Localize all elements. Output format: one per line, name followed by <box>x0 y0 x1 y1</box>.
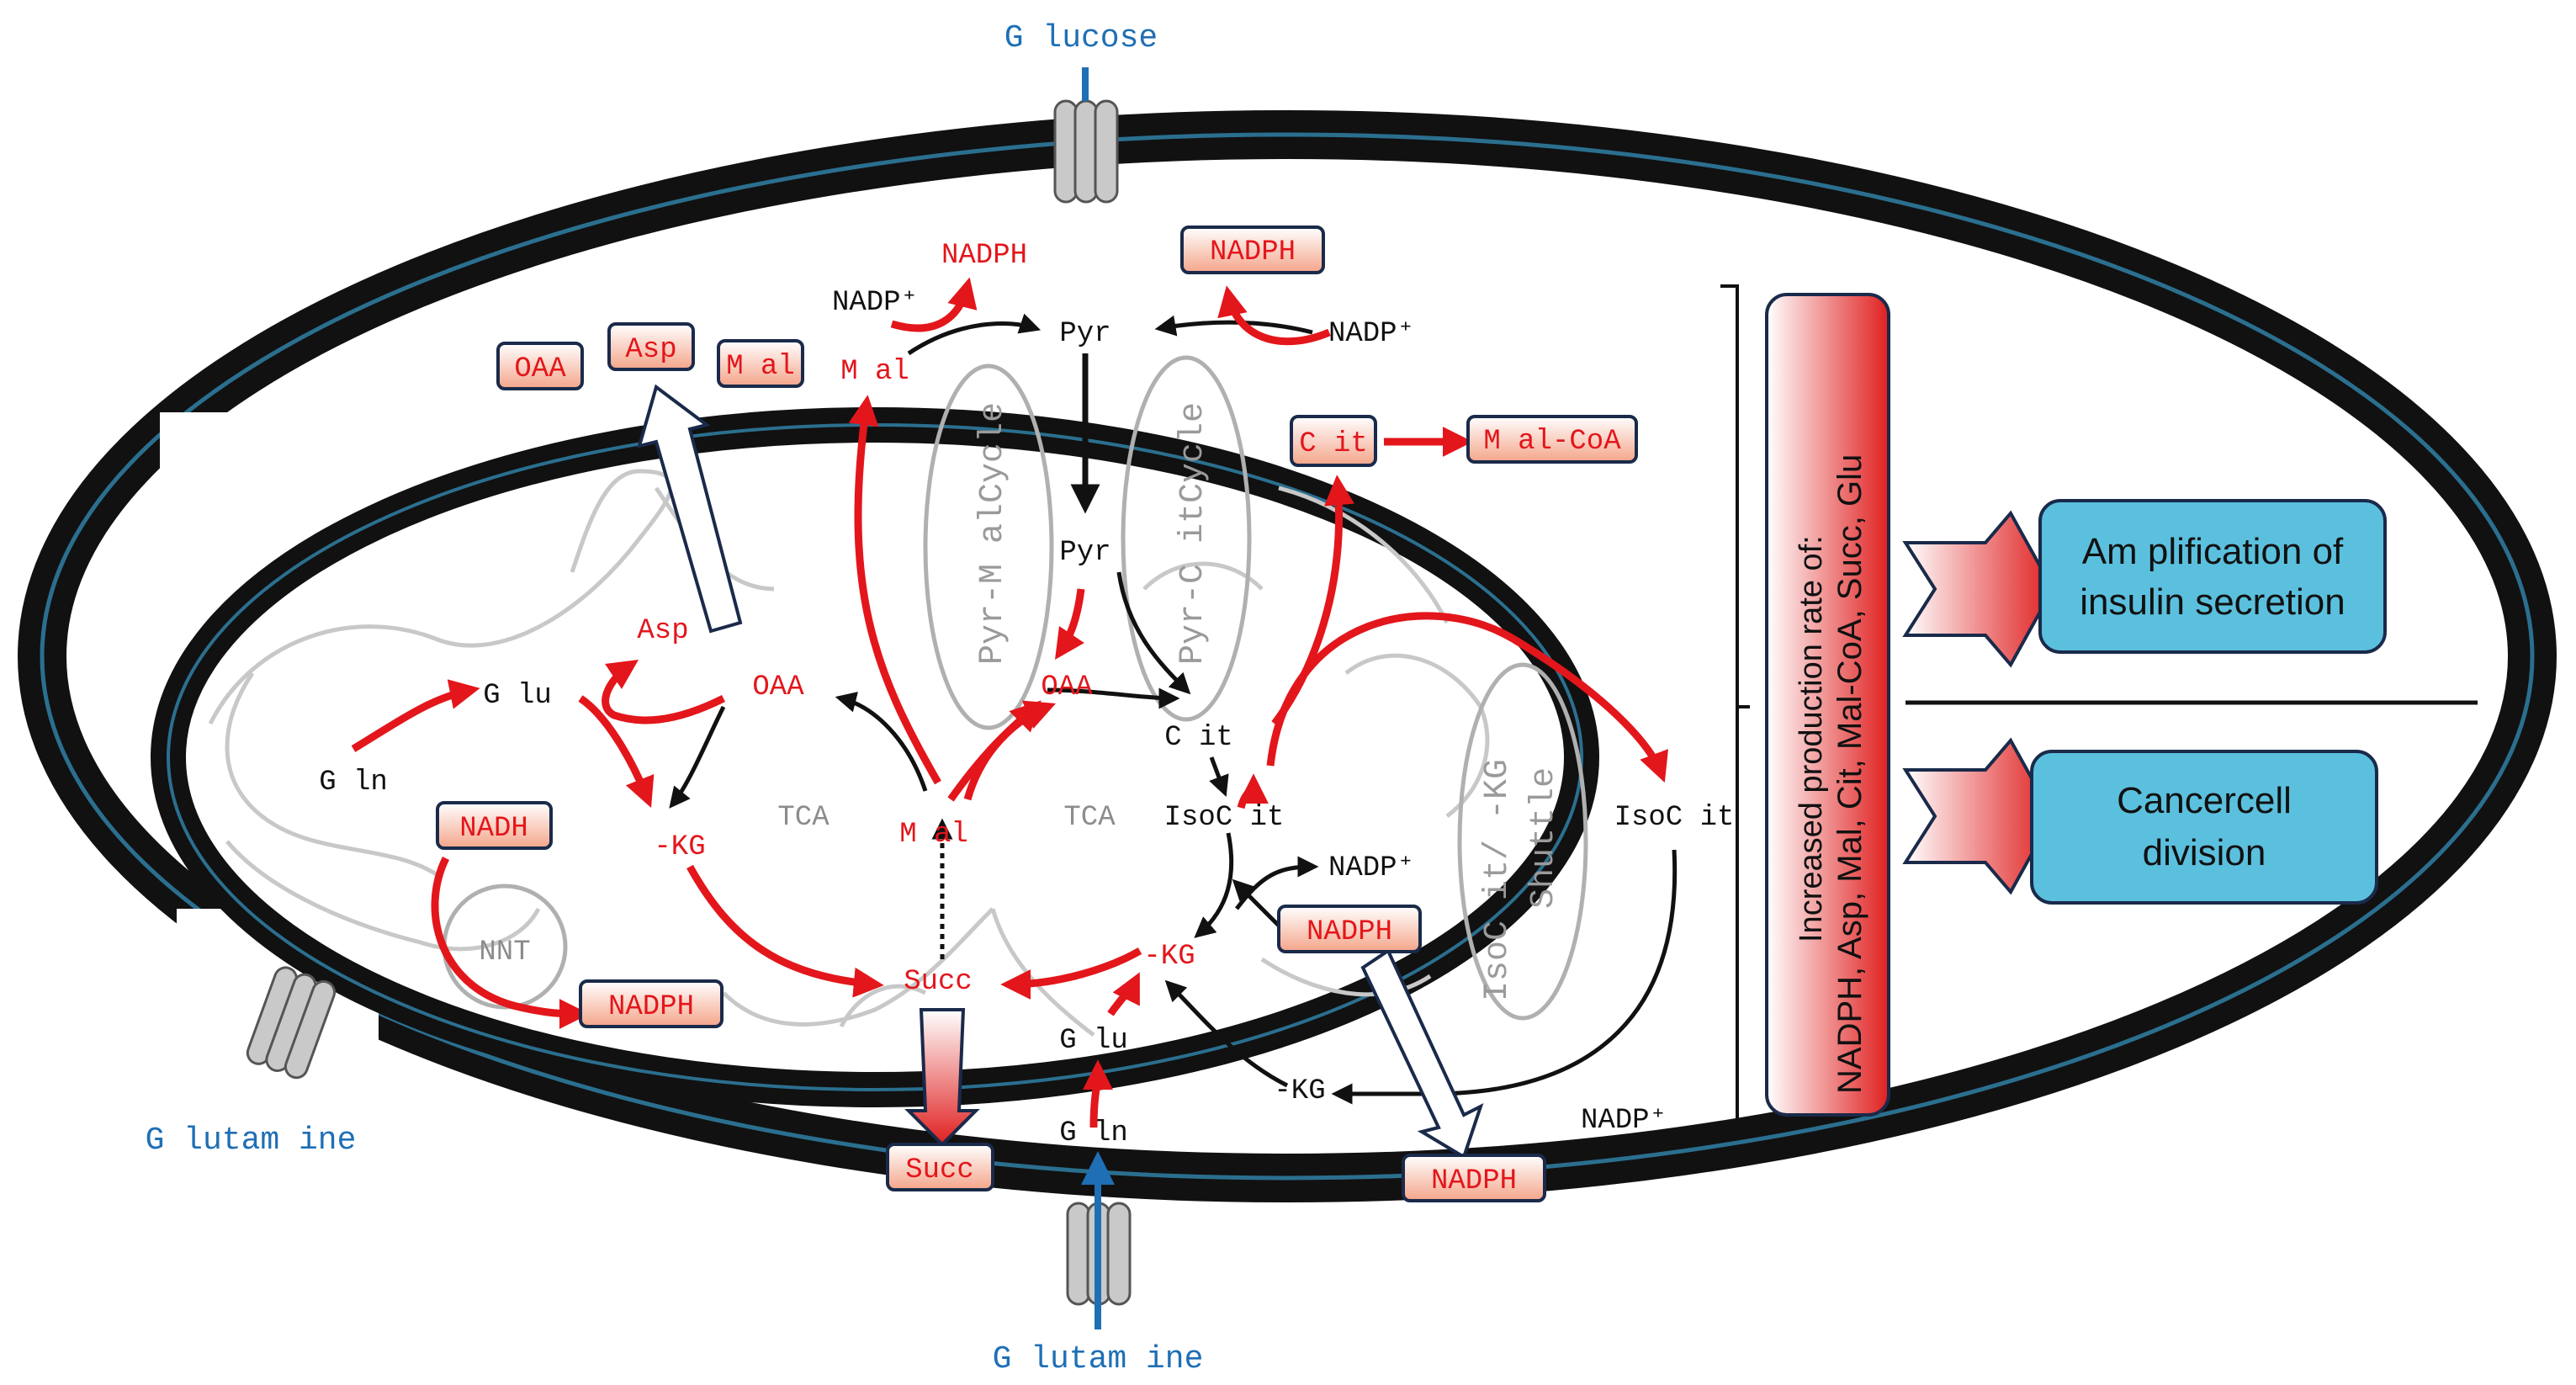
akg-left-label: -KG <box>654 831 705 863</box>
nadp-right-label: NADP⁺ <box>1328 318 1414 350</box>
succ-mito-label: Succ <box>904 966 973 998</box>
pyr-top-label: Pyr <box>1059 318 1110 350</box>
nadph-nnt-box: NADPH <box>608 991 694 1023</box>
output-box-insulin <box>2038 499 2387 654</box>
nadp-bottom-label: NADP⁺ <box>1581 1105 1667 1137</box>
shuttle-ellipse <box>1457 662 1588 1021</box>
nadph-bottom-box: NADPH <box>1431 1165 1517 1197</box>
glutamine-left-label: G lutam ine <box>146 1122 357 1159</box>
black-arrows <box>669 313 1678 1105</box>
output-box-insulin-line1: Am plification of <box>2082 531 2344 572</box>
oaa-export-arrow <box>637 384 743 634</box>
pyr-mal-cycle-ellipse <box>923 363 1054 730</box>
nadp-left-label: NADP⁺ <box>832 287 918 319</box>
isocit-mito-label: IsoC it <box>1164 802 1285 834</box>
glutamine-bottom-label: G lutam ine <box>993 1341 1204 1377</box>
red-arrows <box>351 277 1668 1128</box>
succ-export-arrow <box>904 1008 980 1147</box>
bracket <box>1720 284 1750 1125</box>
mal-top-label: M al <box>840 356 909 388</box>
cit-box: C it <box>1299 428 1368 460</box>
akg-cyto-label: -KG <box>1274 1075 1325 1107</box>
mal-mid-label: M al <box>899 819 968 851</box>
nnt-label: NNT <box>479 937 530 968</box>
succ-box: Succ <box>905 1154 974 1186</box>
asp-box: Asp <box>625 334 676 366</box>
nadp-mito-label: NADP⁺ <box>1328 852 1414 884</box>
output-box-cancer-line2: division <box>2143 832 2266 873</box>
chevron-top <box>1902 510 2055 668</box>
isocit-cyto-label: IsoC it <box>1614 802 1735 834</box>
transporter-top <box>1053 99 1119 204</box>
nadph-left-label: NADPH <box>941 240 1027 272</box>
output-box-insulin-line2: insulin secretion <box>2080 581 2345 623</box>
tca-right-label: TCA <box>1063 802 1116 834</box>
nadph-export-arrow <box>1360 948 1484 1159</box>
pyr-cit-cycle-ellipse <box>1121 355 1252 722</box>
asp-mito-label: Asp <box>637 615 688 647</box>
transporter-left <box>246 966 337 1080</box>
nadh-box: NADH <box>459 813 528 845</box>
gln-left-label: G ln <box>319 767 388 799</box>
nadph-box-top-right: NADPH <box>1210 236 1296 268</box>
pyr-mal-cycle-label: Pyr-M alCycle <box>974 402 1012 665</box>
akg-mito-label: -KG <box>1143 941 1195 973</box>
cell-membrane-inner-line <box>40 132 2535 1181</box>
side-summary-line2: NADPH, Asp, Mal, Cit, Mal-CoA, Succ, Glu <box>1831 454 1868 1094</box>
chevron-bottom <box>1902 737 2055 895</box>
mal-box: M al <box>726 351 795 383</box>
glucose-label: G lucose <box>1004 20 1158 56</box>
glu-bottom-label: G lu <box>1059 1025 1128 1057</box>
output-box-cancer <box>2030 750 2378 905</box>
cit-mito-label: C it <box>1164 722 1233 754</box>
boxed-metabolites <box>436 226 1638 1202</box>
output-box-cancer-line1: Cancercell <box>2117 780 2292 821</box>
glu-left-label: G lu <box>483 680 552 712</box>
oaa-box: OAA <box>514 353 566 385</box>
oaa-mid-label: OAA <box>1041 671 1093 703</box>
tca-left-label: TCA <box>777 802 830 834</box>
oaa-left-label: OAA <box>752 671 804 703</box>
shuttle-label-line2: Shuttle <box>1525 767 1563 909</box>
malcoa-box: M al-CoA <box>1483 426 1621 458</box>
nadph-mito-box: NADPH <box>1307 916 1392 948</box>
gln-bottom-label: G ln <box>1059 1117 1128 1149</box>
shuttle-label-line1: IsoC it/ -KG <box>1479 759 1517 1001</box>
side-summary-line1: Increased production rate of: <box>1794 535 1829 942</box>
pyr-mito-label: Pyr <box>1059 537 1110 569</box>
pyr-cit-cycle-label: Pyr-C itCycle <box>1174 402 1212 665</box>
side-summary-box <box>1765 293 1890 1117</box>
